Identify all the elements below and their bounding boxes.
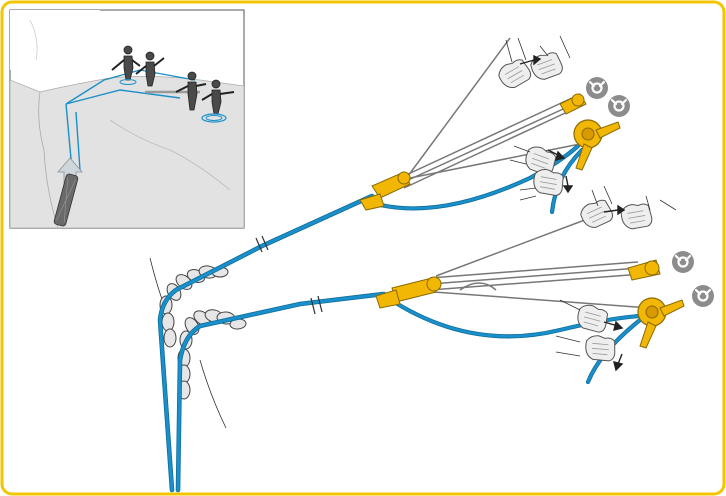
stretcher-icon xyxy=(53,173,79,227)
inset-overview-panel xyxy=(9,9,245,229)
rescuer-figure xyxy=(135,51,165,87)
lower-hauling-system xyxy=(375,185,716,372)
haul-strands xyxy=(429,217,651,309)
hand-glove-icon xyxy=(584,334,617,362)
upper-hauling-system xyxy=(359,35,632,211)
pulley-icon xyxy=(559,93,587,115)
rescuer-figure xyxy=(201,79,235,115)
haul-strands xyxy=(403,37,581,189)
rope-break-icon xyxy=(310,295,323,315)
rope-break-icon xyxy=(255,235,269,253)
rotate-icon xyxy=(606,93,632,119)
pulley-icon xyxy=(627,259,661,281)
rotate-icon xyxy=(690,283,716,309)
pull-arrow-icon xyxy=(603,204,626,372)
pulley-icon xyxy=(375,276,442,309)
rescuer-figure xyxy=(111,45,141,81)
pulley-icon xyxy=(359,171,411,211)
pull-arrow-icon xyxy=(519,54,574,194)
rescuer-figure xyxy=(175,71,207,111)
rotate-icon xyxy=(670,249,696,275)
rotate-icon xyxy=(584,75,610,101)
